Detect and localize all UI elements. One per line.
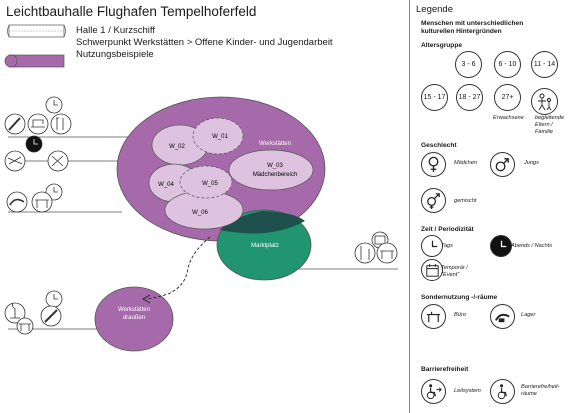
age-badge: 27+ <box>494 84 521 111</box>
icon-row-1 <box>4 96 72 135</box>
night-label: Abends / Nachts <box>511 243 553 249</box>
temporary-line-2: "Event" <box>441 272 460 278</box>
time-header: Zeit / Periodizität <box>421 226 474 233</box>
age-badge: 3 - 6 <box>455 51 482 78</box>
marktplatz-label: Marktplatz <box>251 243 279 249</box>
wheelchair-icon <box>490 379 515 404</box>
guidance-label: Leitsystem <box>454 388 481 394</box>
usage-diagram: Werkstätten W_01 W_02 W_03 Mädchenbereic… <box>4 96 398 352</box>
temporary-line-1: Temporär / <box>441 265 468 271</box>
w01-label: W_01 <box>212 134 228 140</box>
werkstaetten-draussen-zone <box>94 286 174 352</box>
storage-icon <box>6 191 28 213</box>
icon-row-3 <box>6 183 63 213</box>
page-title: Leichtbauhalle Flughafen Tempelhoferfeld <box>6 4 257 19</box>
w05-label: W_05 <box>202 181 218 187</box>
w03-zone <box>228 149 314 191</box>
werkstaetten-label: Werkstätten <box>259 141 291 147</box>
overlap-zone <box>220 211 305 234</box>
w05-zone <box>179 165 233 199</box>
male-icon <box>490 152 515 177</box>
draussen-label-1: Werkstätten <box>118 307 150 313</box>
w04-label: W_04 <box>158 182 174 188</box>
mixed-gender-icon <box>421 188 446 213</box>
girls-label: Mädchen <box>454 160 478 166</box>
parents-line-3: Familie <box>535 129 554 135</box>
office-label: Büro <box>454 312 466 318</box>
storage-icon <box>490 304 515 329</box>
hall-diagram-icon <box>4 24 66 68</box>
sewing-machine-icon <box>27 113 49 135</box>
draussen-label-2: draußen <box>123 315 145 321</box>
day-clock-icon <box>421 235 443 257</box>
night-clock-icon <box>490 235 512 257</box>
focus-label: Schwerpunkt Werkstätten > Offene Kinder-… <box>76 37 333 48</box>
parents-line-1: begleitende <box>535 115 564 121</box>
accessibility-header: Barrierefreiheit <box>421 366 469 373</box>
adults-label: Erwachsene <box>493 115 524 121</box>
gender-header: Geschlecht <box>421 142 457 149</box>
family-icon <box>354 242 376 264</box>
access-rooms-line-2: räume <box>521 391 537 397</box>
maedchenbereich-label: Mädchenbereich <box>253 172 297 178</box>
calendar-icon <box>421 259 443 281</box>
w06-label: W_06 <box>192 210 208 216</box>
age-badge: 11 - 14 <box>531 51 558 78</box>
day-label: Tags <box>441 243 453 249</box>
w03-label: W_03 <box>267 163 283 169</box>
legend-divider <box>409 0 410 413</box>
examples-label: Nutzungsbeispiele <box>76 49 154 60</box>
office-desk-icon <box>421 304 446 329</box>
parents-line-2: Eltern / <box>535 122 553 128</box>
hall-label: Halle 1 / Kurzschiff <box>76 25 156 36</box>
female-icon <box>421 152 446 177</box>
age-badge: 18 - 27 <box>456 84 483 111</box>
icon-row-2 <box>4 135 69 172</box>
mixed-label: gemischt <box>454 198 477 204</box>
background-line-1: Menschen mit unterschiedlichen <box>421 20 524 27</box>
special-use-header: Sondernutzung -/-räume <box>421 294 498 301</box>
access-rooms-line-1: Barrierefreiheit- <box>521 384 560 390</box>
boys-label: Jungs <box>524 160 539 166</box>
storage-label: Lager <box>521 312 536 318</box>
legend-title: Legende <box>416 4 453 15</box>
age-badge: 6 - 10 <box>494 51 521 78</box>
w01-zone <box>192 117 244 155</box>
family-icon <box>531 88 558 115</box>
desk-icon <box>16 317 34 335</box>
connection-arrow <box>145 236 211 300</box>
hammer-icon <box>50 113 72 135</box>
icon-row-market <box>354 231 398 264</box>
age-badge: 15 - 17 <box>421 84 448 111</box>
background-line-2: kulturellen Hintergründen <box>421 28 502 35</box>
wheelchair-guidance-icon <box>421 379 446 404</box>
w02-label: W_02 <box>169 144 185 150</box>
desk-icon <box>31 191 53 213</box>
icon-row-4 <box>4 290 63 335</box>
desk-icon <box>376 242 398 264</box>
age-header: Altersgruppe <box>421 42 463 49</box>
